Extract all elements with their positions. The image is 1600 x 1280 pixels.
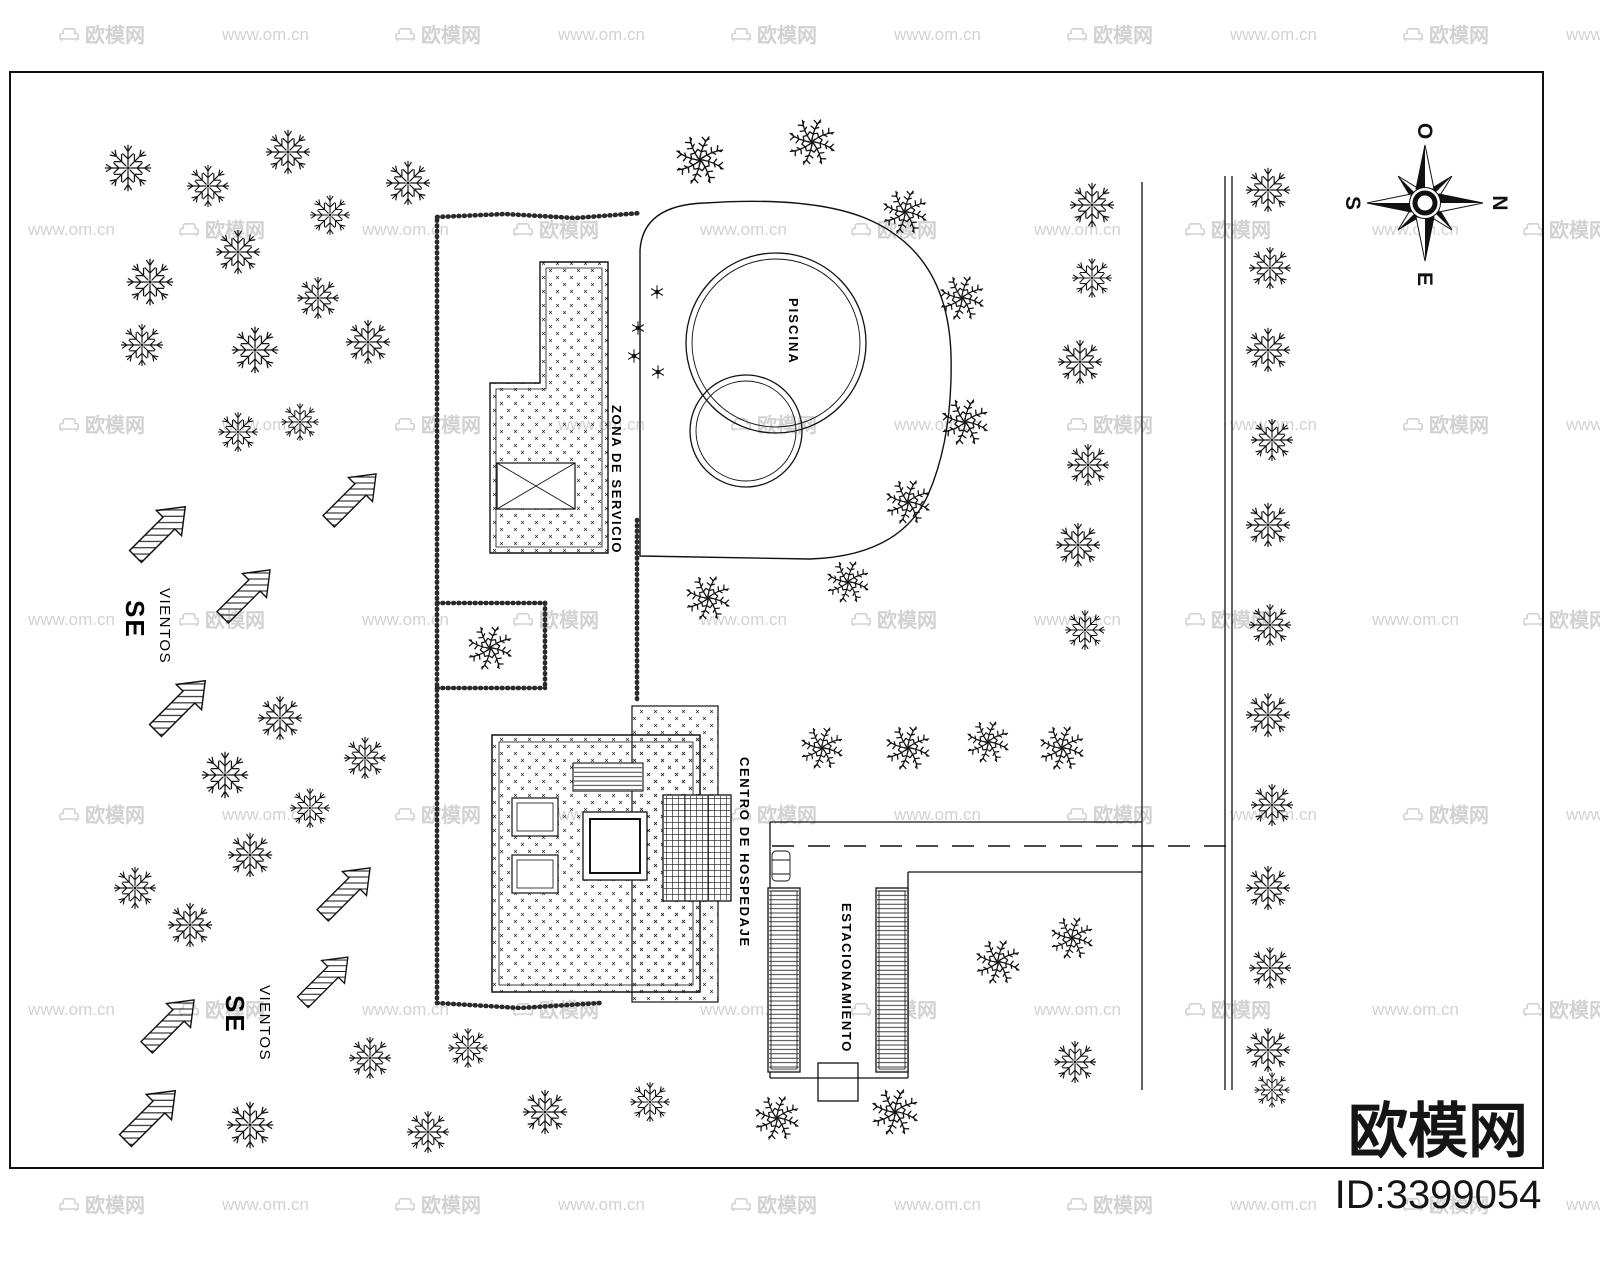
- compass-rose: O S N E: [1341, 123, 1511, 286]
- atrium: [582, 811, 648, 881]
- tree-icon: [265, 129, 311, 175]
- parking-strip-2-inner: [878, 890, 906, 1070]
- tree-icon: [1064, 609, 1106, 651]
- tree-icon: [120, 323, 164, 367]
- tree-icon: [348, 1036, 392, 1080]
- tree-icon: [1245, 1027, 1291, 1073]
- tree-icon: [257, 695, 303, 741]
- room-b-inner: [516, 859, 554, 889]
- tree-icon: [447, 1027, 489, 1069]
- tree-icon: [231, 326, 279, 374]
- roadside-lines: [1224, 176, 1233, 1090]
- tree-icon: [226, 1101, 274, 1149]
- parking-kiosk: [817, 1062, 859, 1102]
- tree-icon: [406, 1110, 450, 1154]
- tree-icon: [215, 229, 261, 275]
- car-icon: [771, 850, 791, 882]
- compass-north-letter: N: [1488, 195, 1511, 210]
- pool-circle-small-outer: [689, 374, 803, 488]
- tree-icon: [289, 787, 331, 829]
- room-a-inner: [516, 802, 554, 832]
- winds-label-2: VIENTOS: [256, 985, 273, 1061]
- tree-icon: [1254, 1072, 1290, 1108]
- winds-se-label-2: SE: [220, 995, 250, 1034]
- hedge-line: [434, 1000, 603, 1011]
- tree-icon: [1250, 418, 1294, 462]
- tree-icon: [629, 1081, 671, 1123]
- hedge-line: [434, 210, 644, 221]
- tree-icon: [1245, 327, 1291, 373]
- structures: [489, 176, 1233, 1102]
- pool-circle-large-inner: [691, 258, 861, 428]
- tree-icon: [1053, 1040, 1097, 1084]
- pool-terrace-outline: [639, 200, 952, 560]
- tree-icon: [281, 403, 319, 441]
- tree-icon: [1245, 167, 1291, 213]
- parking-strip-1-stalls: [769, 889, 799, 1071]
- terrace-grid: [664, 796, 730, 900]
- tree-icon: [1250, 783, 1294, 827]
- plan-labels: PISCINA ZONA DE SERVICIO CENTRO DE HOSPE…: [120, 298, 854, 1061]
- drawing-border: [9, 71, 1544, 1169]
- parking-strip-2-stalls: [877, 889, 907, 1071]
- tree-icon: [1071, 257, 1113, 299]
- tree-icon: [1066, 443, 1110, 487]
- tree-icon: [345, 319, 391, 365]
- terrace-dividers: [684, 795, 709, 901]
- tree-icon: [1245, 865, 1291, 911]
- tree-icon: [296, 276, 340, 320]
- tree-icon: [201, 751, 249, 799]
- brand-id-text: ID:3399054: [1335, 1173, 1542, 1217]
- tree-icon: [113, 866, 157, 910]
- tree-icon: [167, 902, 213, 948]
- tree-icon: [1248, 603, 1292, 647]
- atrium-inner: [589, 818, 641, 874]
- winds-label-1: VIENTOS: [156, 588, 173, 664]
- room-a: [511, 797, 559, 837]
- tree-icon: [1245, 692, 1291, 738]
- pool-circle-large-outer: [685, 252, 867, 434]
- tree-icon: [1069, 182, 1115, 228]
- tree-icon: [309, 194, 351, 236]
- tree-icon: [1057, 339, 1103, 385]
- tree-icon: [1055, 522, 1101, 568]
- winds-se-label-1: SE: [120, 600, 150, 639]
- tree-icon: [217, 411, 259, 453]
- service-table-cross: [496, 462, 576, 510]
- tree-icon: [1248, 246, 1292, 290]
- lodging-center-label: CENTRO DE HOSPEDAJE: [737, 757, 752, 948]
- parking-strip-1-inner: [770, 890, 798, 1070]
- compass-south-letter: S: [1341, 196, 1364, 210]
- pool-circle-small-inner: [695, 380, 797, 482]
- parking-label: ESTACIONAMIENTO: [839, 903, 854, 1053]
- tree-icon: [186, 164, 230, 208]
- tree-icon: [104, 144, 152, 192]
- service-zone-label: ZONA DE SERVICIO: [609, 405, 624, 554]
- tree-icon: [385, 160, 431, 206]
- tree-icon: [1245, 502, 1291, 548]
- hedge-boundaries: [434, 210, 644, 1011]
- compass-west-letter: O: [1413, 123, 1436, 139]
- tree-icon: [522, 1089, 568, 1135]
- tree-icon: [227, 832, 273, 878]
- tree-icon: [126, 258, 174, 306]
- site-branding: 欧模网 ID:3399054: [1335, 1098, 1542, 1217]
- stairs-lines: [574, 764, 642, 790]
- compass-east-letter: E: [1413, 272, 1436, 286]
- pool-label: PISCINA: [786, 298, 801, 365]
- brand-logo-text: 欧模网: [1348, 1098, 1528, 1165]
- room-b: [511, 854, 559, 894]
- service-zone-inner-outline: [495, 267, 603, 548]
- tree-icon: [1248, 946, 1292, 990]
- tree-icon: [343, 736, 387, 780]
